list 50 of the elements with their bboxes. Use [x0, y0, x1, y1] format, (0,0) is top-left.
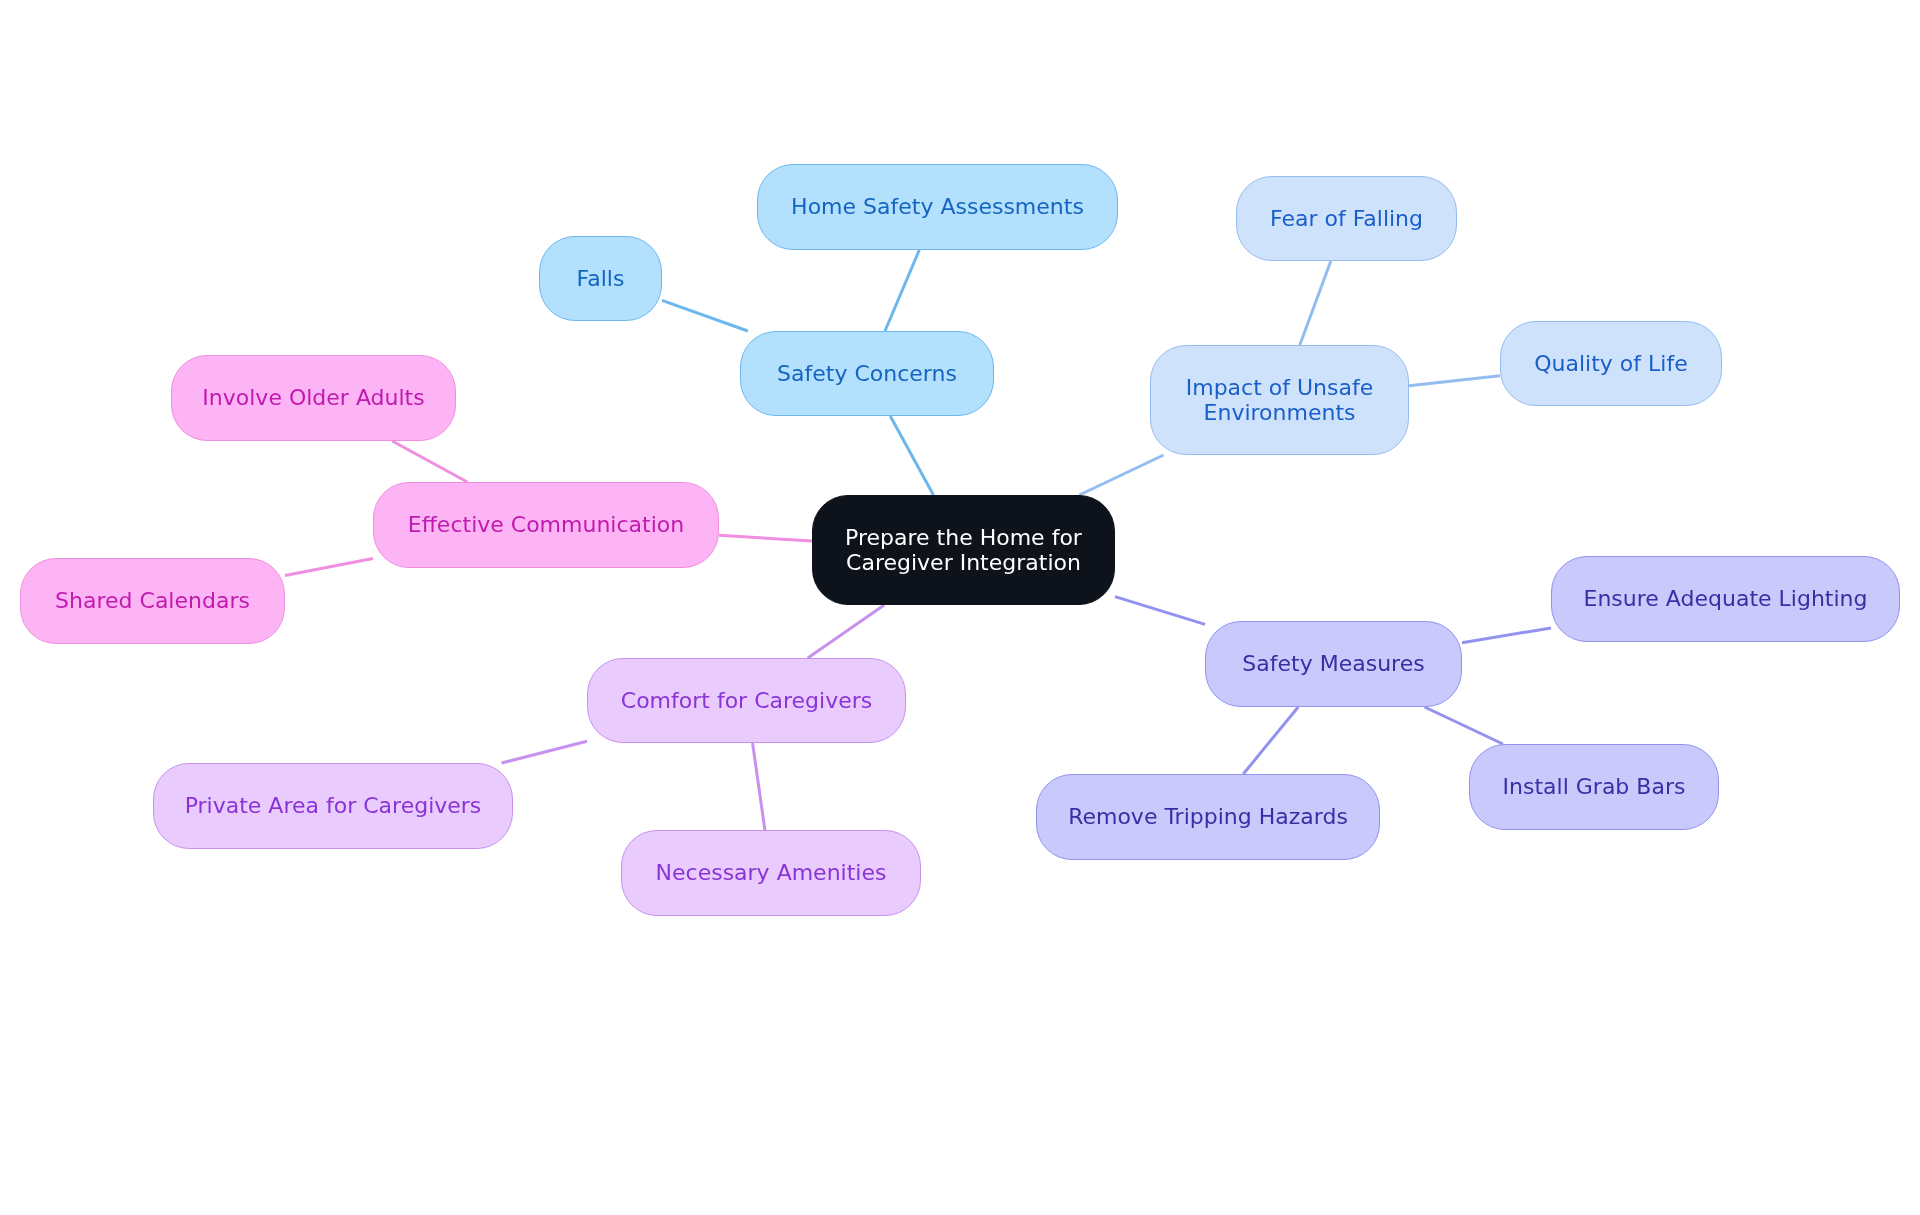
node-label: Safety Measures	[1242, 651, 1425, 677]
connector-line	[1408, 374, 1501, 388]
node-label: Involve Older Adults	[202, 385, 425, 411]
topic-node	[587, 658, 906, 743]
topic-node	[1469, 744, 1719, 830]
node-label: Prepare the Home for Caregiver Integration	[844, 524, 1083, 576]
topic-node	[1150, 345, 1409, 455]
connector-line	[1423, 705, 1504, 746]
connector-line	[1242, 706, 1300, 775]
node-label: Home Safety Assessments	[791, 194, 1084, 220]
topic-node	[539, 236, 662, 321]
node-label: Ensure Adequate Lighting	[1583, 586, 1868, 612]
topic-node	[1036, 774, 1380, 860]
node-label: Shared Calendars	[55, 588, 250, 614]
node-label: Fear of Falling	[1269, 205, 1424, 232]
node-label: Comfort for Caregivers	[620, 687, 873, 714]
node-label: Necessary Amenities	[655, 860, 887, 886]
node-label: Quality of Life	[1534, 350, 1688, 377]
connector-line	[1461, 626, 1552, 645]
topic-node	[621, 830, 921, 916]
connector-line	[718, 533, 813, 543]
connector-line	[1078, 453, 1165, 497]
node-label: Impact of Unsafe Environments	[1184, 374, 1375, 426]
connector-line	[806, 603, 886, 660]
connector-line	[391, 439, 468, 484]
topic-node	[153, 763, 513, 849]
connector-line	[501, 739, 588, 765]
topic-node	[20, 558, 285, 644]
connector-line	[751, 742, 767, 831]
node-label: Install Grab Bars	[1502, 774, 1686, 800]
connector-line	[1298, 260, 1333, 346]
central-topic-node	[812, 495, 1115, 605]
connector-line	[284, 556, 374, 577]
topic-node	[757, 164, 1118, 250]
topic-node	[1236, 176, 1457, 261]
topic-node	[1551, 556, 1900, 642]
connector-line	[661, 299, 749, 333]
node-label: Safety Concerns	[777, 360, 957, 387]
connector-line	[883, 249, 921, 332]
topic-node	[373, 482, 719, 568]
topic-node	[740, 331, 994, 416]
topic-node	[1205, 621, 1462, 707]
topic-node	[171, 355, 456, 441]
node-label: Effective Communication	[407, 512, 685, 538]
node-label: Falls	[576, 265, 625, 292]
connector-line	[888, 415, 935, 496]
topic-node	[1500, 321, 1722, 406]
node-label: Private Area for Caregivers	[184, 793, 482, 819]
connector-line	[1114, 595, 1206, 626]
node-label: Remove Tripping Hazards	[1068, 804, 1348, 830]
